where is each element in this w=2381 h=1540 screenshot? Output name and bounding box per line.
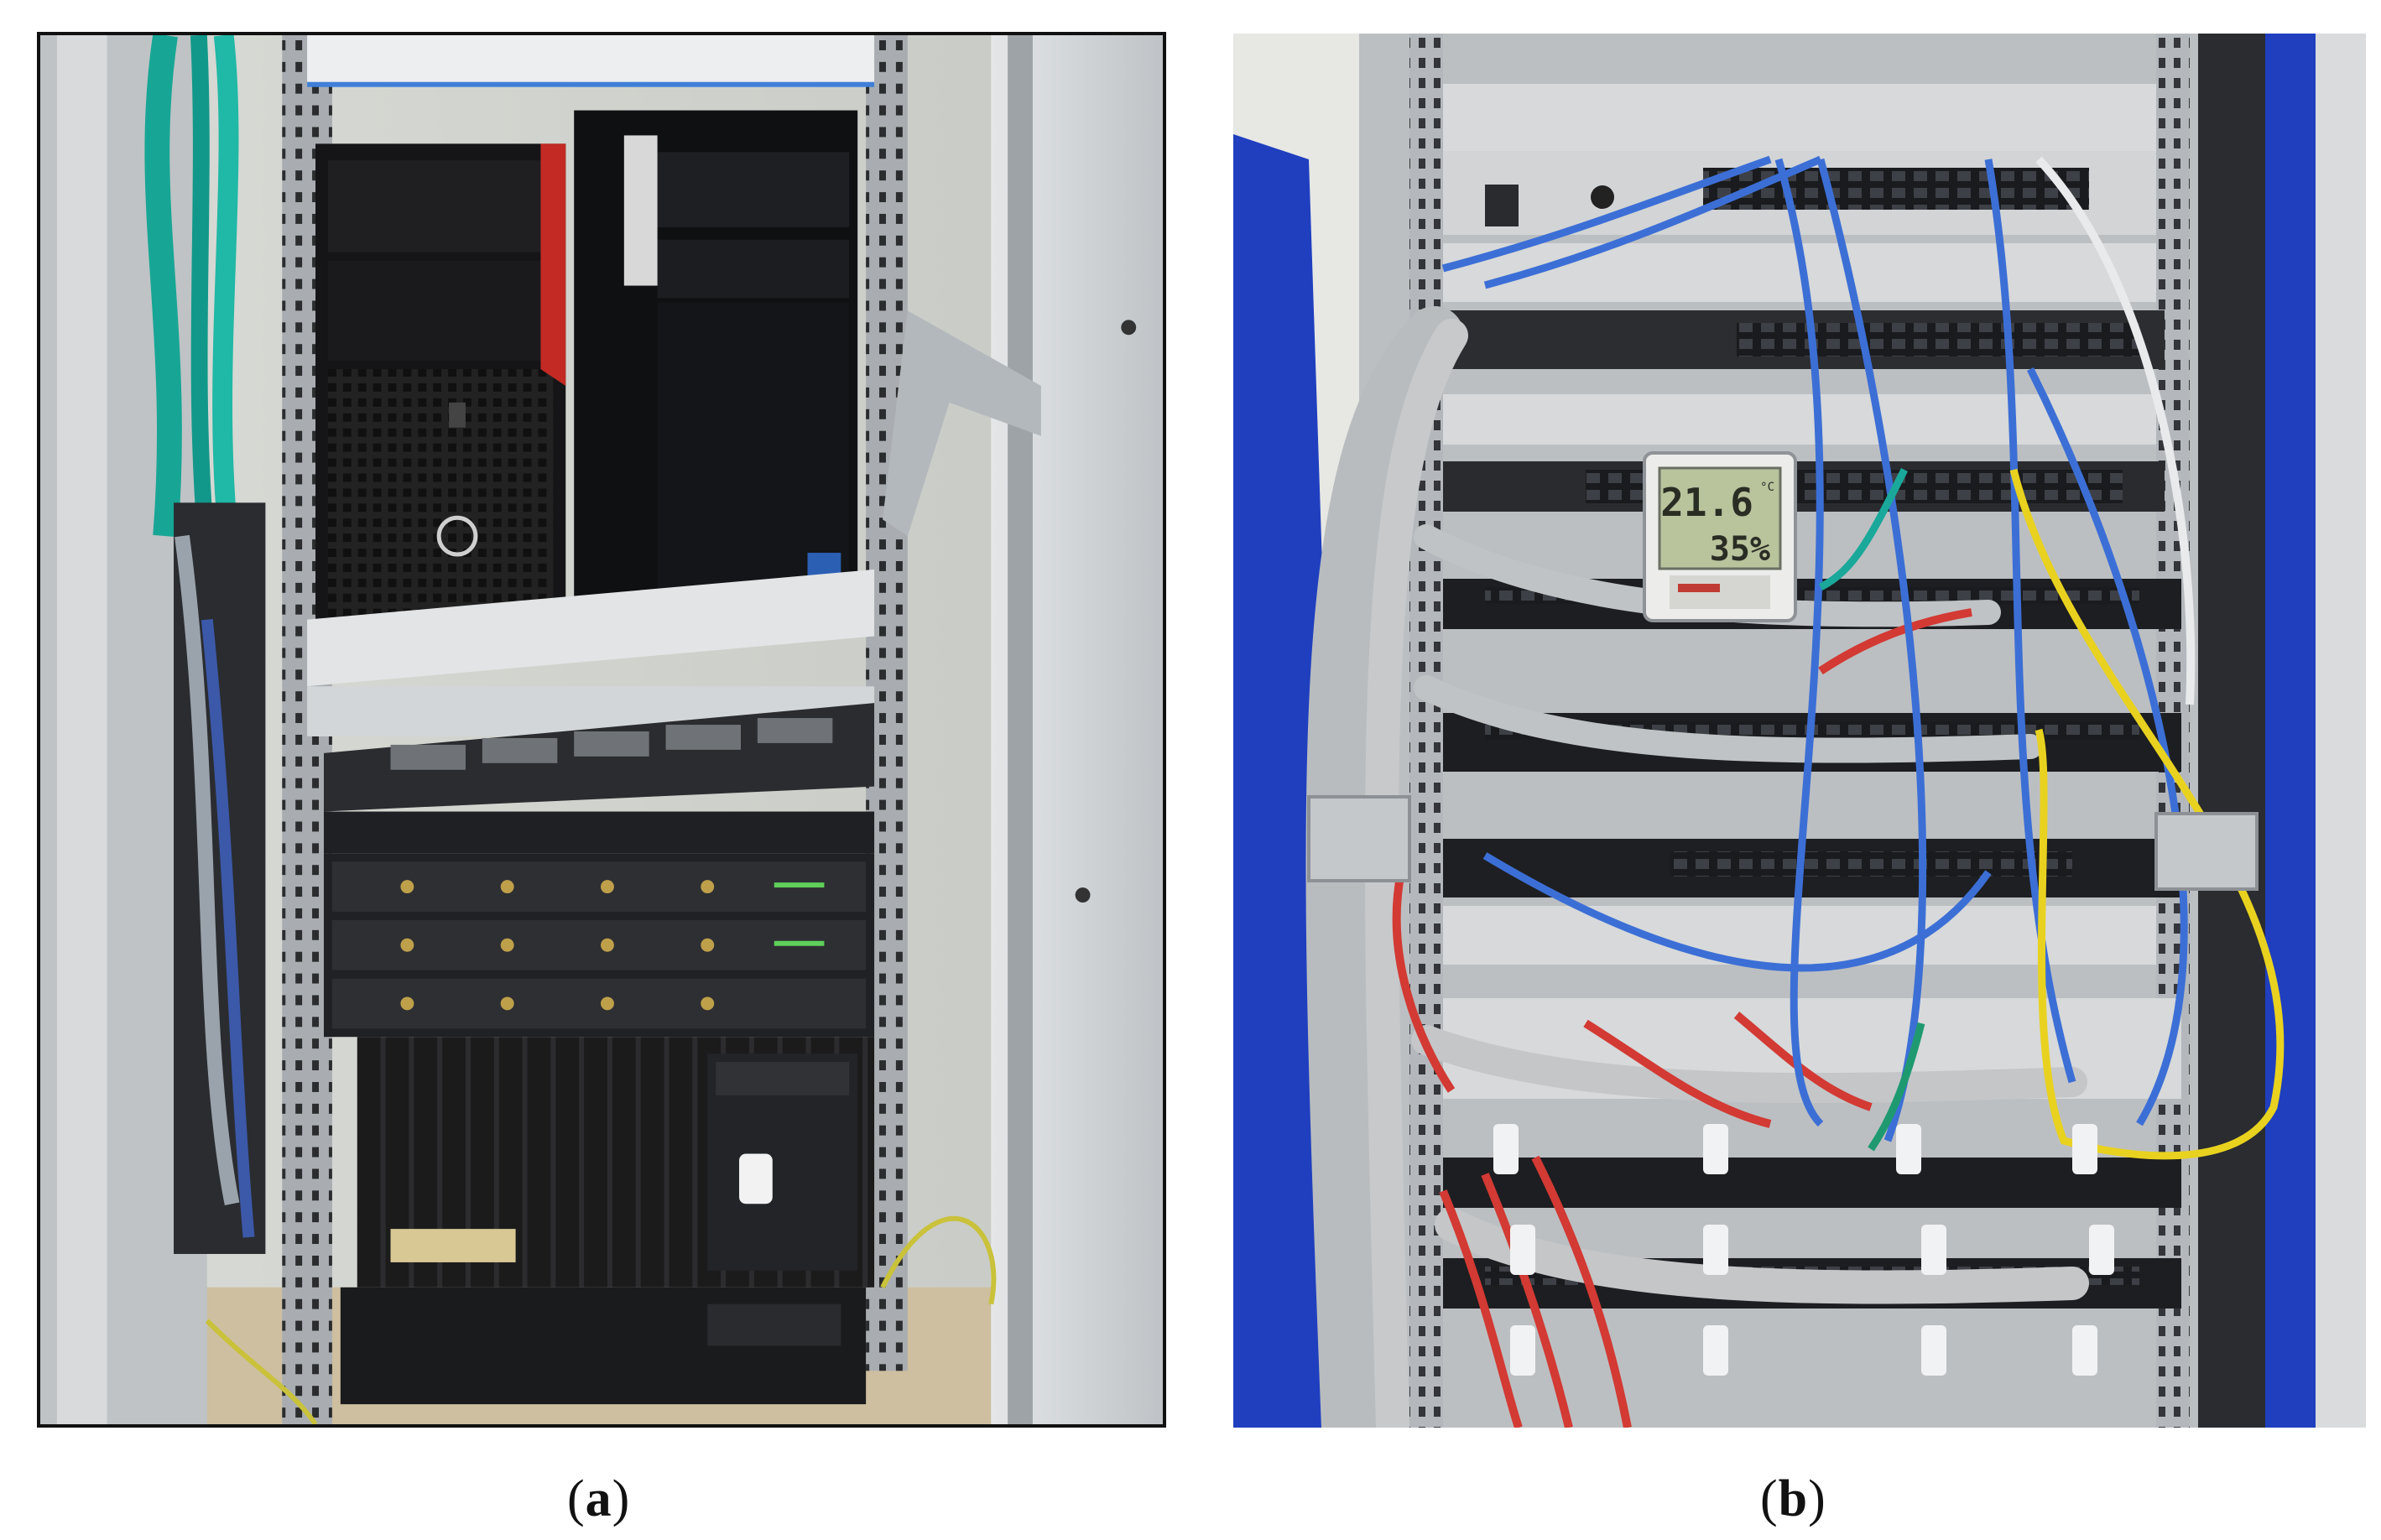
ground-wire (880, 1215, 997, 1305)
gray-cable-bundle (1305, 306, 2089, 1428)
server-rack-photo (40, 35, 1163, 1424)
caption-b-letter: b (1778, 1470, 1809, 1527)
caption-a-letter: a (585, 1470, 612, 1527)
ups-unit (340, 1229, 867, 1405)
nas-units (323, 853, 875, 1038)
temperature-unit: °C (1760, 481, 1774, 494)
network-switch-top (1443, 151, 2156, 235)
rack-bracket (882, 310, 1041, 537)
yellow-cable (2009, 468, 2285, 1160)
dell-rack-server (323, 703, 875, 854)
humidity-reading: 35% (1710, 530, 1770, 569)
teal-cable-bundle (144, 35, 242, 571)
bracket-left (1307, 795, 1411, 882)
cabinet-door-right (2265, 34, 2316, 1428)
caption-b: (b) (1760, 1470, 1826, 1527)
middle-shelf (307, 569, 875, 687)
bracket-right (2154, 812, 2259, 891)
network-switch-middle (1443, 310, 2165, 369)
desktop-tower-right (574, 110, 858, 611)
top-shelf (307, 35, 875, 86)
cable-management-row (1443, 84, 2156, 151)
rack-rail-left (1409, 34, 1443, 1428)
digital-thermo-hygrometer: 21.6 °C 35% (1643, 451, 1797, 622)
cable-clips (1493, 1124, 2114, 1376)
temperature-reading: 21.6 (1660, 480, 1753, 525)
network-cabinet-photo: 21.6 °C 35% (1233, 34, 2366, 1428)
teal-cable (1818, 467, 1909, 591)
photo-panel-a (37, 32, 1166, 1428)
white-cable (2035, 156, 2196, 705)
photo-panel-b: 21.6 °C 35% (1233, 34, 2366, 1428)
red-cables (1392, 608, 1972, 1428)
desktop-tower-left (315, 143, 566, 662)
caption-a: (a) (567, 1470, 631, 1527)
